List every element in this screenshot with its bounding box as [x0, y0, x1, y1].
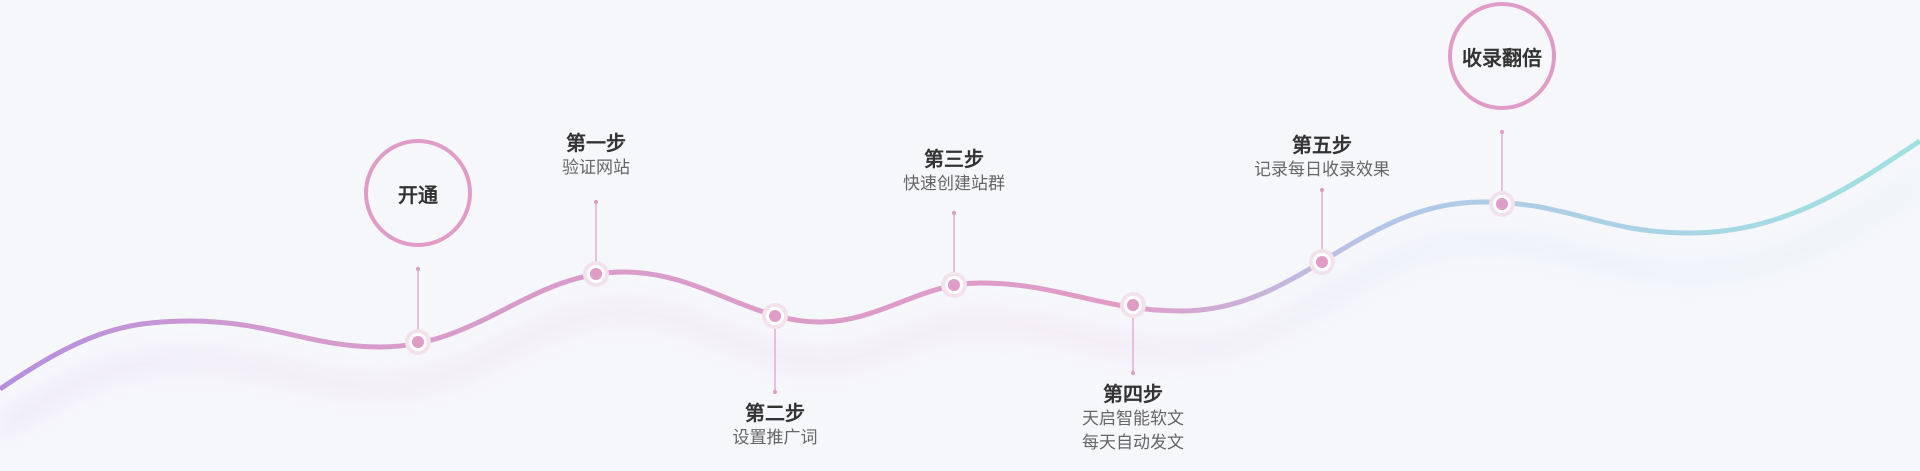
goal-label: 收录翻倍 [1462, 45, 1542, 70]
step-3: 第三步 快速创建站群 [903, 146, 1005, 196]
step-2: 第二步 设置推广词 [733, 400, 818, 450]
dot-step-5 [1309, 249, 1335, 275]
step-desc: 快速创建站群 [903, 174, 1005, 194]
step-desc: 每天自动发文 [1082, 433, 1184, 453]
step-4: 第四步 天启智能软文 每天自动发文 [1082, 381, 1184, 455]
dot-start [405, 329, 431, 355]
step-desc: 记录每日收录效果 [1254, 160, 1390, 180]
step-desc: 验证网站 [562, 158, 630, 178]
dot-goal [1489, 191, 1515, 217]
dot-step-2 [762, 303, 788, 329]
start-label: 开通 [398, 182, 438, 207]
milestone-dots [405, 191, 1515, 355]
step-title: 第四步 [1103, 382, 1163, 406]
step-5: 第五步 记录每日收录效果 [1254, 132, 1390, 182]
step-desc: 设置推广词 [732, 428, 818, 448]
goal-circle: 收录翻倍 [1448, 2, 1556, 110]
curve-line [0, 138, 1920, 392]
dot-step-3 [941, 272, 967, 298]
start-circle: 开通 [364, 139, 472, 247]
step-1: 第一步 验证网站 [562, 130, 630, 180]
step-title: 第五步 [1292, 133, 1352, 157]
step-title: 第二步 [745, 401, 805, 425]
step-desc: 天启智能软文 [1082, 409, 1184, 429]
step-title: 第三步 [924, 147, 984, 171]
dot-step-1 [583, 261, 609, 287]
step-title: 第一步 [566, 131, 626, 155]
curve-shadow [0, 175, 1920, 435]
dot-step-4 [1120, 292, 1146, 318]
